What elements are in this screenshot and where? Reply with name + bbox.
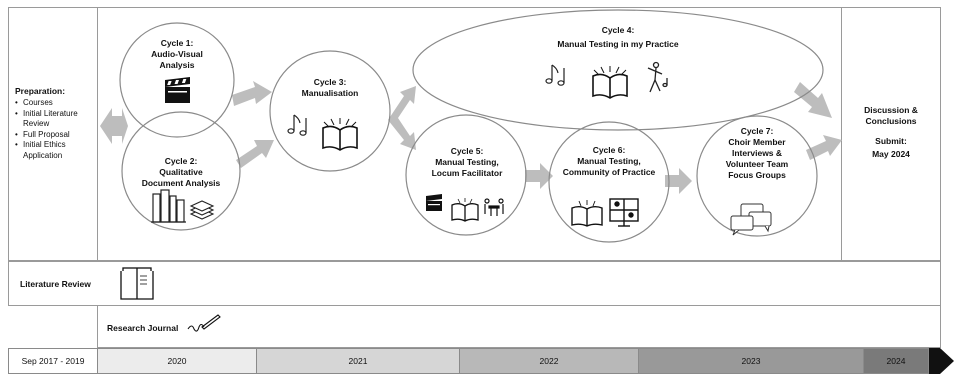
preparation-item: Initial Ethics Application <box>15 140 99 161</box>
cycle-2-line: Qualitative <box>159 167 203 177</box>
cycle-7-circle <box>696 115 818 237</box>
submit-label: Submit: <box>875 136 907 146</box>
clapperboard-icon <box>165 77 190 103</box>
arrow-c6-c7 <box>665 168 692 194</box>
timeline-label: 2021 <box>348 356 368 366</box>
arrow-c2-c3 <box>236 140 274 168</box>
cycle-6-line: Manual Testing, <box>577 156 641 166</box>
timeline-label: Sep 2017 - 2019 <box>21 356 85 366</box>
document-stack-icon <box>189 200 215 220</box>
cycle-1-circle <box>119 22 235 138</box>
cycle-3-title: Cycle 3: <box>313 77 347 87</box>
timeline-label: 2024 <box>886 356 906 366</box>
arrow-c5-c6 <box>525 163 553 189</box>
writing-pen-icon <box>187 314 221 332</box>
cycle-7-line: Focus Groups <box>728 170 786 180</box>
timeline-cell: 2021 <box>256 348 460 374</box>
cycle-6-label: Cycle 6: Manual Testing, Community of Pr… <box>550 145 668 178</box>
cycle-7-title: Cycle 7: <box>740 126 774 136</box>
cycle-1-title: Cycle 1: <box>160 38 194 48</box>
discussion-box <box>841 7 941 261</box>
cycle-6-line: Community of Practice <box>562 167 656 177</box>
cycle-3-label: Cycle 3: Manualisation <box>283 77 377 99</box>
cycle-4-label: Cycle 4: Manual Testing in my Practice <box>508 25 728 50</box>
cycle-2-label: Cycle 2: Qualitative Document Analysis <box>126 156 236 189</box>
preparation-list: Courses Initial Literature Review Full P… <box>15 98 99 161</box>
timeline-cell: 2022 <box>459 348 639 374</box>
music-notes-icon <box>287 114 307 136</box>
cycle-5-line: Locum Facilitator <box>431 168 503 178</box>
magic-book-icon <box>322 118 358 151</box>
arrow-c4-disc <box>794 82 832 118</box>
magic-book-icon <box>592 66 628 99</box>
timeline-cell: Sep 2017 - 2019 <box>8 348 98 374</box>
open-book-icon <box>120 267 154 300</box>
arrow-prep-cycles <box>100 108 128 144</box>
cycle-1-line: Analysis <box>159 60 195 70</box>
cycle-3-circle <box>269 50 391 172</box>
cycle-2-line: Document Analysis <box>141 178 221 188</box>
arrow-c7-disc <box>806 135 842 160</box>
preparation-item: Courses <box>15 98 99 109</box>
research-journal-label: Research Journal <box>107 323 179 333</box>
cycle-7-line: Interviews & <box>731 148 783 158</box>
cycle-7-line: Choir Member <box>728 137 786 147</box>
books-icon <box>151 189 186 223</box>
cycle-4-line: Manual Testing in my Practice <box>557 39 679 49</box>
preparation-title: Preparation: <box>15 86 66 96</box>
discussion-title: Discussion & <box>864 105 918 115</box>
cycle-6-title: Cycle 6: <box>592 145 626 155</box>
timeline-cell: 2023 <box>638 348 864 374</box>
cycle-5-label: Cycle 5: Manual Testing, Locum Facilitat… <box>412 146 522 179</box>
dancing-figure-icon <box>647 61 668 93</box>
timeline-arrowhead-icon <box>928 348 954 374</box>
cycle-6-circle <box>548 121 670 243</box>
music-notes-icon <box>545 64 565 86</box>
discussion-label: Discussion & Conclusions Submit: May 202… <box>843 105 939 160</box>
video-call-icon <box>609 198 639 227</box>
arrow-c1-c3 <box>232 81 272 106</box>
cycle-7-line: Volunteer Team <box>725 159 789 169</box>
magic-book-icon <box>571 200 603 227</box>
literature-review-row <box>8 261 941 306</box>
timeline-cell: 2020 <box>97 348 257 374</box>
cycle-5-title: Cycle 5: <box>450 146 484 156</box>
cycle-5-circle <box>405 114 527 236</box>
clapperboard-icon <box>426 194 442 211</box>
submit-date: May 2024 <box>872 149 910 159</box>
discussion-title: Conclusions <box>865 116 917 126</box>
timeline-label: 2023 <box>741 356 761 366</box>
arrow-c3-c4-c5 <box>388 86 416 150</box>
cycle-1-label: Cycle 1: Audio-Visual Analysis <box>130 38 224 71</box>
preparation-item: Initial Literature Review <box>15 109 99 130</box>
chat-bubbles-icon <box>730 203 772 236</box>
cycle-7-label: Cycle 7: Choir Member Interviews & Volun… <box>702 126 812 181</box>
literature-review-label: Literature Review <box>20 279 91 289</box>
timeline-cell: 2024 <box>863 348 929 374</box>
preparation-item: Full Proposal <box>15 130 99 141</box>
cycle-2-circle <box>121 111 241 231</box>
research-journal-row <box>97 306 941 348</box>
cycle-2-title: Cycle 2: <box>164 156 198 166</box>
cycle-4-title: Cycle 4: <box>601 25 635 35</box>
preparation-section: Preparation: Courses Initial Literature … <box>15 86 99 161</box>
meeting-icon <box>484 198 504 216</box>
cycle-3-line: Manualisation <box>301 88 359 98</box>
timeline-label: 2022 <box>539 356 559 366</box>
cycle-1-line: Audio-Visual <box>151 49 203 59</box>
cycle-5-line: Manual Testing, <box>435 157 499 167</box>
magic-book-icon <box>451 198 479 222</box>
timeline-label: 2020 <box>167 356 187 366</box>
cycle-4-ellipse <box>412 9 824 131</box>
